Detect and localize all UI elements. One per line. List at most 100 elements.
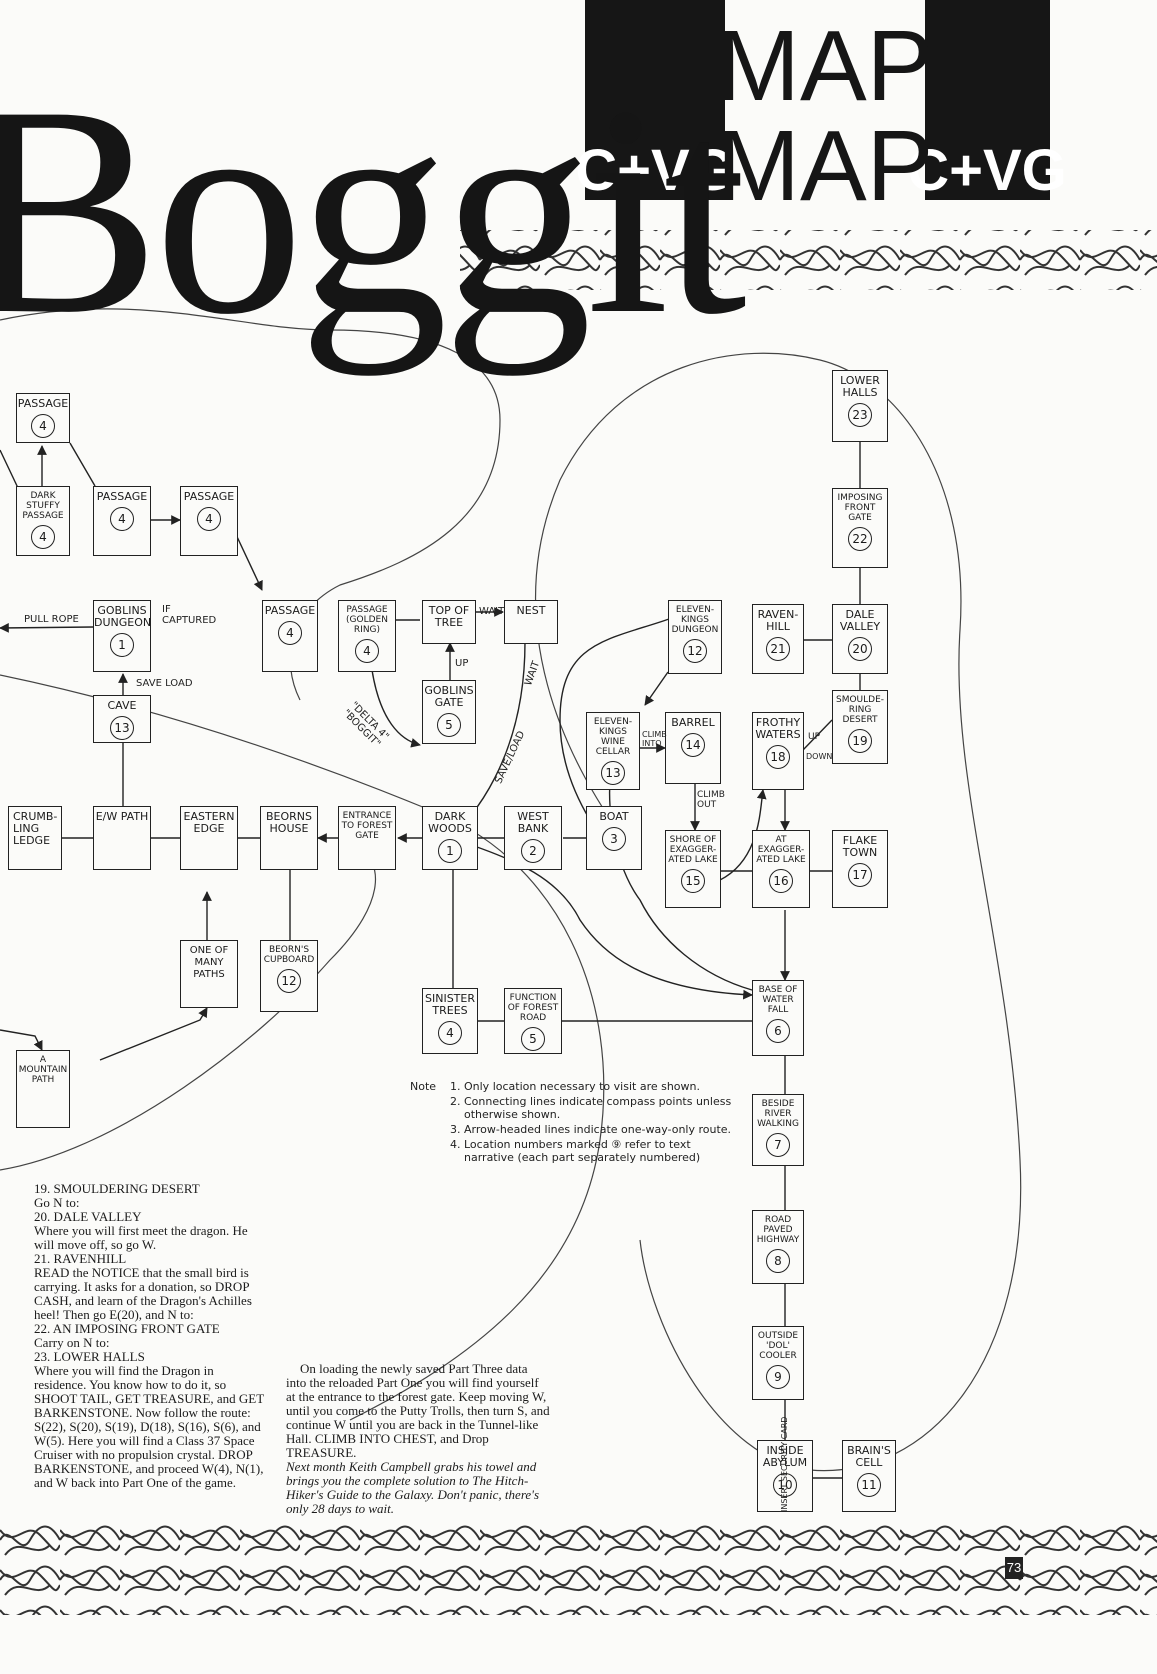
page-number: 73 — [1005, 1557, 1023, 1579]
location-number: 20 — [848, 637, 872, 661]
location-label: LOWER HALLS — [840, 374, 880, 399]
location-dark-stuffy-passage: DARK STUFFY PASSAGE 4 — [16, 486, 70, 556]
location-passage-c: PASSAGE 4 — [262, 600, 318, 672]
location-label: CAVE — [107, 699, 137, 712]
banner-map-bottom: MAP — [717, 110, 934, 222]
location-label: AT EXAGGER-ATED LAKE — [756, 835, 806, 865]
location-number: 13 — [110, 716, 134, 740]
location-beside-river-walking: BESIDE RIVER WALKING 7 — [752, 1094, 804, 1166]
location-number: 9 — [766, 1365, 790, 1389]
text-para: 22. AN IMPOSING FRONT GATE — [34, 1321, 220, 1336]
location-label: DARK WOODS — [428, 810, 472, 835]
location-smouldering-desert: SMOULDE-RING DESERT 19 — [832, 690, 888, 764]
title-banner: C+VG C+VG MAP MAP — [575, 0, 1067, 222]
location-label: IMPOSING FRONT GATE — [837, 493, 883, 523]
location-base-waterfall: BASE OF WATER FALL 6 — [752, 980, 804, 1056]
location-dale-valley: DALE VALLEY 20 — [832, 604, 888, 674]
location-number: 4 — [278, 621, 302, 645]
location-number: 23 — [848, 403, 872, 427]
text-para: Go N to: — [34, 1195, 80, 1210]
location-eleven-kings-wine-cellar: ELEVEN-KINGS WINE CELLAR 13 — [586, 712, 640, 790]
tag-climb-out: CLIMB OUT — [697, 790, 725, 810]
location-nest: NEST — [504, 600, 558, 644]
location-label: ONE OF MANY PATHS — [189, 945, 229, 980]
location-number: 6 — [766, 1019, 790, 1043]
location-label: PASSAGE — [183, 490, 235, 503]
location-inside-abylum: INSIDE ABYLUM 10 — [757, 1440, 813, 1512]
location-number: 4 — [31, 414, 55, 438]
tag-pull-rope: PULL ROPE — [24, 614, 79, 625]
tag-down: DOWN — [806, 752, 833, 761]
location-at-exaggerated-lake: AT EXAGGER-ATED LAKE 16 — [752, 830, 810, 908]
location-number: 22 — [848, 527, 872, 551]
location-sinister-trees: SINISTER TREES 4 — [422, 988, 478, 1054]
text-para: Where you will find the Dragon in reside… — [34, 1363, 264, 1490]
location-beorns-house: BEORNS HOUSE — [260, 806, 318, 870]
location-label: OUTSIDE 'DOL' COOLER — [757, 1331, 799, 1361]
location-number: 4 — [355, 639, 379, 663]
location-number: 10 — [773, 1473, 797, 1497]
location-label: PASSAGE — [17, 397, 69, 410]
location-label: BESIDE RIVER WALKING — [757, 1099, 799, 1129]
location-shore-exaggerated-lake: SHORE OF EXAGGER-ATED LAKE 15 — [665, 830, 721, 908]
page-title: Boggit — [0, 44, 747, 376]
text-para: Where you will first meet the dragon. He… — [34, 1223, 248, 1252]
note-item: Connecting lines indicate compass points… — [464, 1095, 740, 1121]
location-label: PASSAGE — [96, 490, 148, 503]
location-label: WEST BANK — [517, 810, 549, 835]
location-label: PASSAGE — [264, 604, 316, 617]
location-label: BRAIN'S CELL — [847, 1444, 891, 1469]
location-number: 11 — [857, 1473, 881, 1497]
tag-if-captured: IF CAPTURED — [162, 604, 217, 626]
location-number: 7 — [766, 1133, 790, 1157]
location-label: ELEVEN-KINGS DUNGEON — [671, 605, 719, 635]
location-west-bank: WEST BANK 2 — [504, 806, 562, 870]
location-label: SHORE OF EXAGGER-ATED LAKE — [668, 835, 718, 865]
location-number: 4 — [110, 507, 134, 531]
location-number: 1 — [110, 633, 134, 657]
location-cave: CAVE 13 — [93, 695, 151, 743]
location-label: BASE OF WATER FALL — [758, 985, 798, 1015]
location-number: 12 — [277, 969, 301, 993]
walkthrough-text-middle: On loading the newly saved Part Three da… — [286, 1362, 551, 1516]
location-number: 5 — [437, 713, 461, 737]
scribble-band-bottom — [0, 1525, 1157, 1615]
location-number: 3 — [602, 827, 626, 851]
tag-insert-security-card: INSERT SECURITY CARD — [780, 1416, 789, 1512]
text-para: 21. RAVENHILL — [34, 1251, 127, 1266]
location-number: 4 — [31, 525, 55, 549]
location-flake-town: FLAKE TOWN 17 — [832, 830, 888, 908]
location-lower-halls: LOWER HALLS 23 — [832, 370, 888, 442]
location-goblins-dungeon: GOBLINS DUNGEON 1 — [93, 600, 151, 672]
location-passage-top: PASSAGE 4 — [16, 393, 70, 443]
location-ew-path: E/W PATH — [93, 806, 151, 870]
location-road-paved-highway: ROAD PAVED HIGHWAY 8 — [752, 1210, 804, 1284]
note-item: Only location necessary to visit are sho… — [464, 1080, 740, 1093]
location-label: E/W PATH — [95, 810, 149, 823]
tag-climb-into: CLIMB INTO — [642, 730, 667, 748]
location-label: BEORNS HOUSE — [265, 810, 312, 835]
location-label: SMOULDE-RING DESERT — [835, 695, 885, 725]
location-label: TOP OF TREE — [428, 604, 470, 629]
location-one-of-many-paths: ONE OF MANY PATHS — [180, 940, 238, 1008]
location-label: INSIDE ABYLUM — [762, 1444, 808, 1469]
location-label: GOBLINS DUNGEON — [94, 604, 152, 629]
location-label: FUNCTION OF FOREST ROAD — [507, 993, 559, 1023]
location-eastern-edge: EASTERN EDGE — [180, 806, 238, 870]
location-label: A MOUNTAIN PATH — [18, 1055, 68, 1085]
location-label: BARREL — [671, 716, 715, 729]
tag-save-load-1: SAVE LOAD — [136, 678, 193, 689]
location-goblins-gate: GOBLINS GATE 5 — [422, 680, 476, 744]
note-item: Location numbers marked ⑨ refer to text … — [464, 1138, 740, 1164]
notes-title: Note — [410, 1080, 437, 1093]
location-number: 16 — [769, 869, 793, 893]
text-para: READ the NOTICE that the small bird is c… — [34, 1265, 252, 1322]
next-month-teaser: Next month Keith Campbell grabs his towe… — [286, 1459, 540, 1516]
location-outside-dol-cooler: OUTSIDE 'DOL' COOLER 9 — [752, 1326, 804, 1400]
location-number: 4 — [197, 507, 221, 531]
location-boat: BOAT 3 — [586, 806, 642, 870]
location-label: PASSAGE (GOLDEN RING) — [346, 605, 388, 635]
location-label: CRUMB-LING LEDGE — [13, 810, 58, 847]
text-para: Carry on N to: — [34, 1335, 110, 1350]
